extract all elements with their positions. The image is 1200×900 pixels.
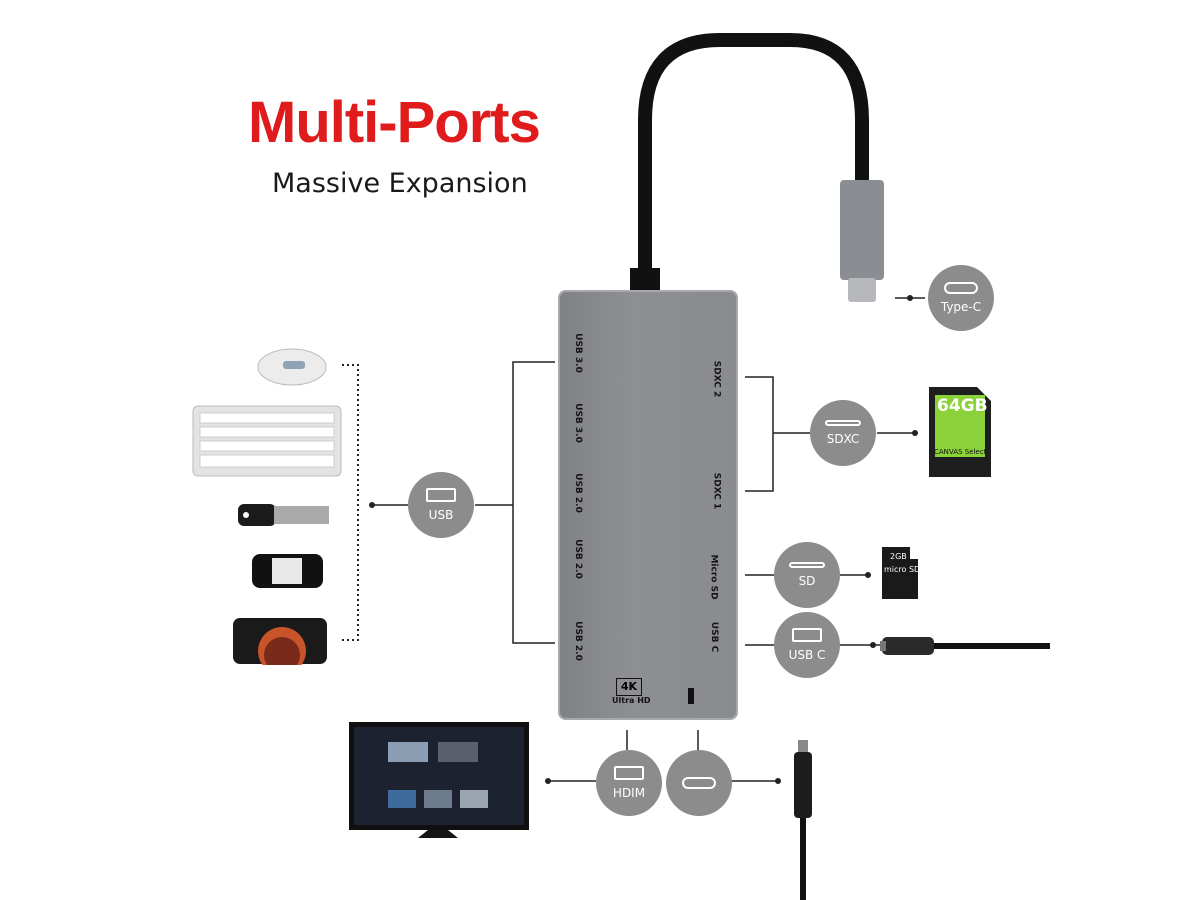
hdmi-icon <box>614 766 644 780</box>
mouse-icon <box>257 348 327 386</box>
sd-card-icon <box>929 387 991 477</box>
badge-usb: USB <box>408 472 474 538</box>
port-ultrahd-label: Ultra HD <box>612 696 651 705</box>
badge-power <box>666 750 732 816</box>
sd-slot-icon <box>825 420 861 426</box>
sd-slot-icon <box>789 562 825 568</box>
badge-typec: Type-C <box>928 265 994 331</box>
port-label: USB 2.0 <box>572 539 583 579</box>
port-label: USB 3.0 <box>572 403 583 443</box>
badge-sdxc: SDXC <box>810 400 876 466</box>
port-label: SDXC 2 <box>711 360 722 398</box>
typec-icon <box>682 777 716 789</box>
port-label: SDXC 1 <box>711 472 722 510</box>
card-reader-icon <box>252 554 323 588</box>
page-title: Multi-Ports <box>248 90 541 155</box>
usb-hub: USB 3.0 USB 3.0 USB 2.0 USB 2.0 USB 2.0 … <box>558 290 738 720</box>
badge-hdmi: HDIM <box>596 750 662 816</box>
page-subtitle: Massive Expansion <box>272 168 528 199</box>
micro-sd-capacity: 2GB <box>890 552 907 561</box>
badge-usbc: USB C <box>774 612 840 678</box>
port-label: USB 2.0 <box>572 473 583 513</box>
tv-monitor-icon <box>349 722 529 838</box>
usb-c-icon <box>792 628 822 642</box>
port-4k-label: 4K <box>616 678 642 696</box>
phone-icon <box>233 618 327 665</box>
port-label: USB 2.0 <box>572 621 583 661</box>
power-icon <box>688 688 694 704</box>
port-label: USB C <box>709 621 720 653</box>
sd-capacity: 64GB <box>937 396 988 416</box>
usb-a-icon <box>426 488 456 502</box>
flash-drive-icon <box>238 504 329 526</box>
badge-sd: SD <box>774 542 840 608</box>
keyboard-icon <box>192 405 342 477</box>
micro-sd-icon <box>882 547 918 599</box>
typec-icon <box>944 282 978 294</box>
port-label: Micro SD <box>708 554 719 600</box>
micro-sd-brand: micro SD <box>884 565 921 574</box>
port-label: USB 3.0 <box>572 333 583 373</box>
sd-brand: CANVAS Select <box>934 448 987 456</box>
